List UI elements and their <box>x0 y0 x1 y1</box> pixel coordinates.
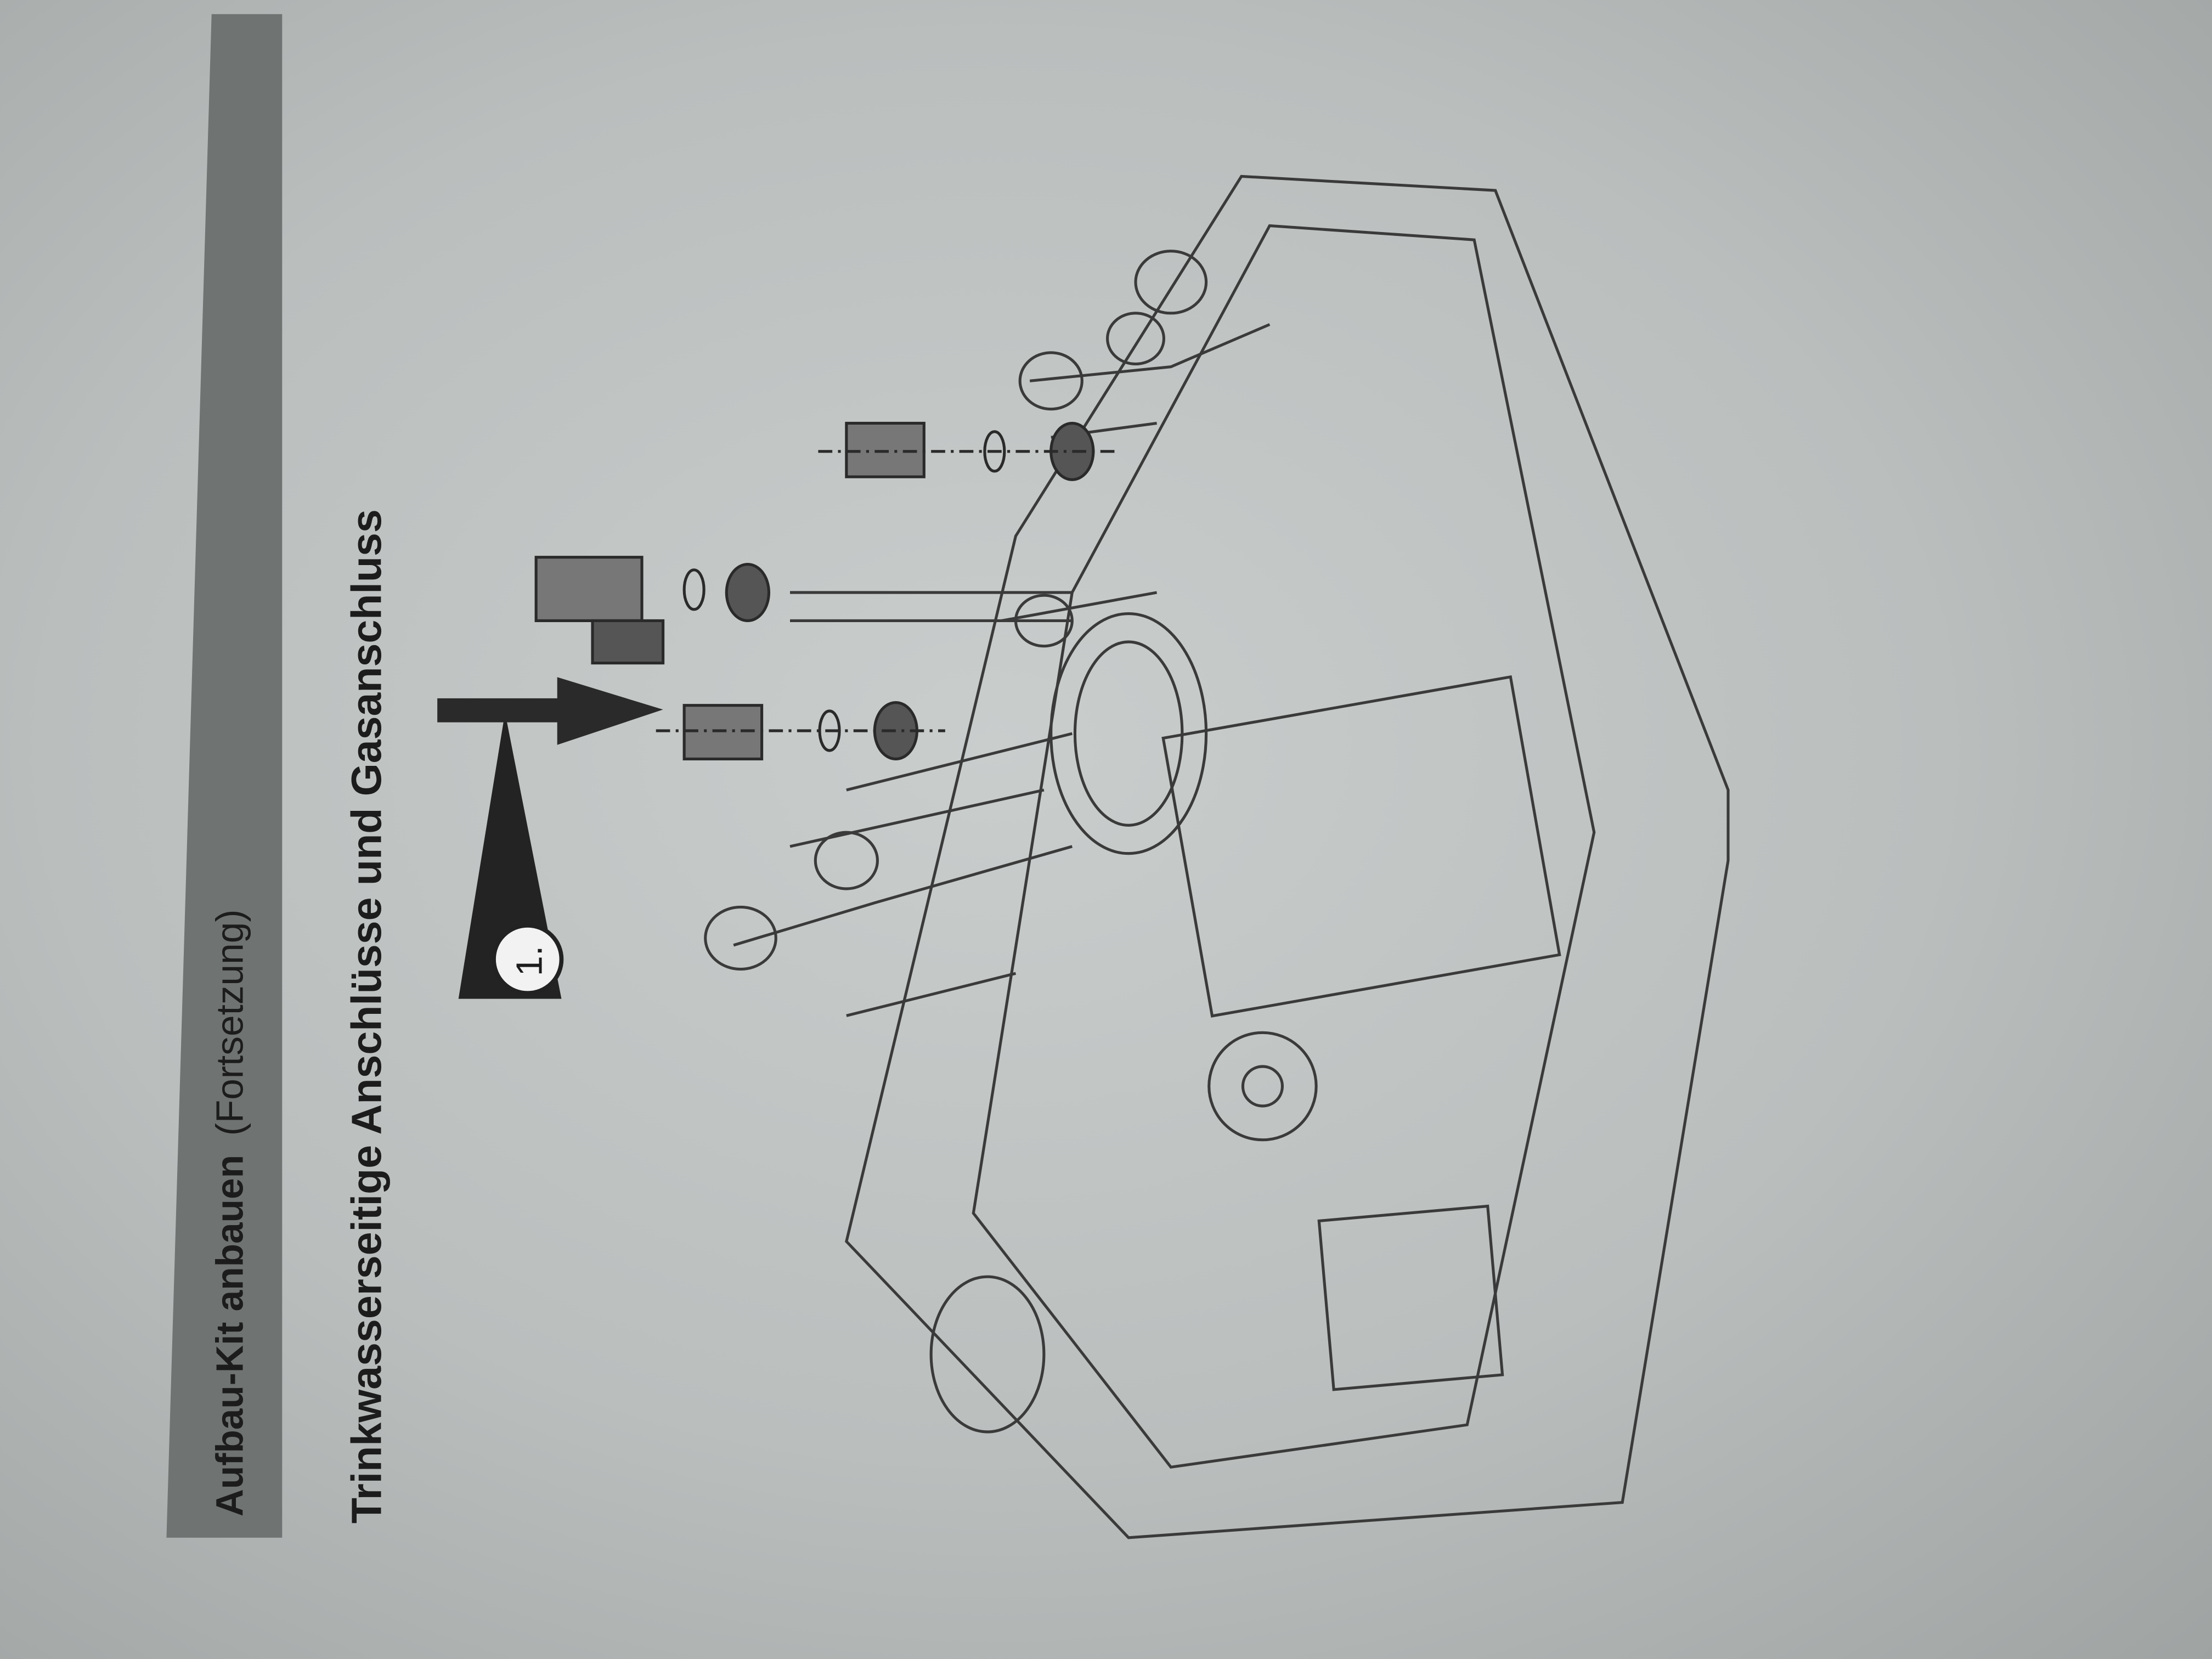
seal-ring-1 <box>983 430 1006 473</box>
section-title: Aufbau-Kit anbauen (Fortsetzung) <box>208 910 251 1517</box>
gas-valve <box>534 556 644 622</box>
step-number: 1. <box>509 946 550 977</box>
direction-arrow <box>437 677 663 745</box>
section-title-suffix: (Fortsetzung) <box>208 910 251 1136</box>
section-title-main: Aufbau-Kit anbauen <box>208 1155 251 1516</box>
section-header-band <box>166 14 283 1538</box>
seal-ring-2 <box>682 568 706 611</box>
subtitle: Trinkwasserseitige Anschlüsse und Gasans… <box>343 509 390 1523</box>
step-number-circle <box>492 923 564 996</box>
appliance-drawing <box>704 174 1730 1539</box>
union-nut-2 <box>725 563 770 622</box>
connection-parts <box>534 421 1115 760</box>
